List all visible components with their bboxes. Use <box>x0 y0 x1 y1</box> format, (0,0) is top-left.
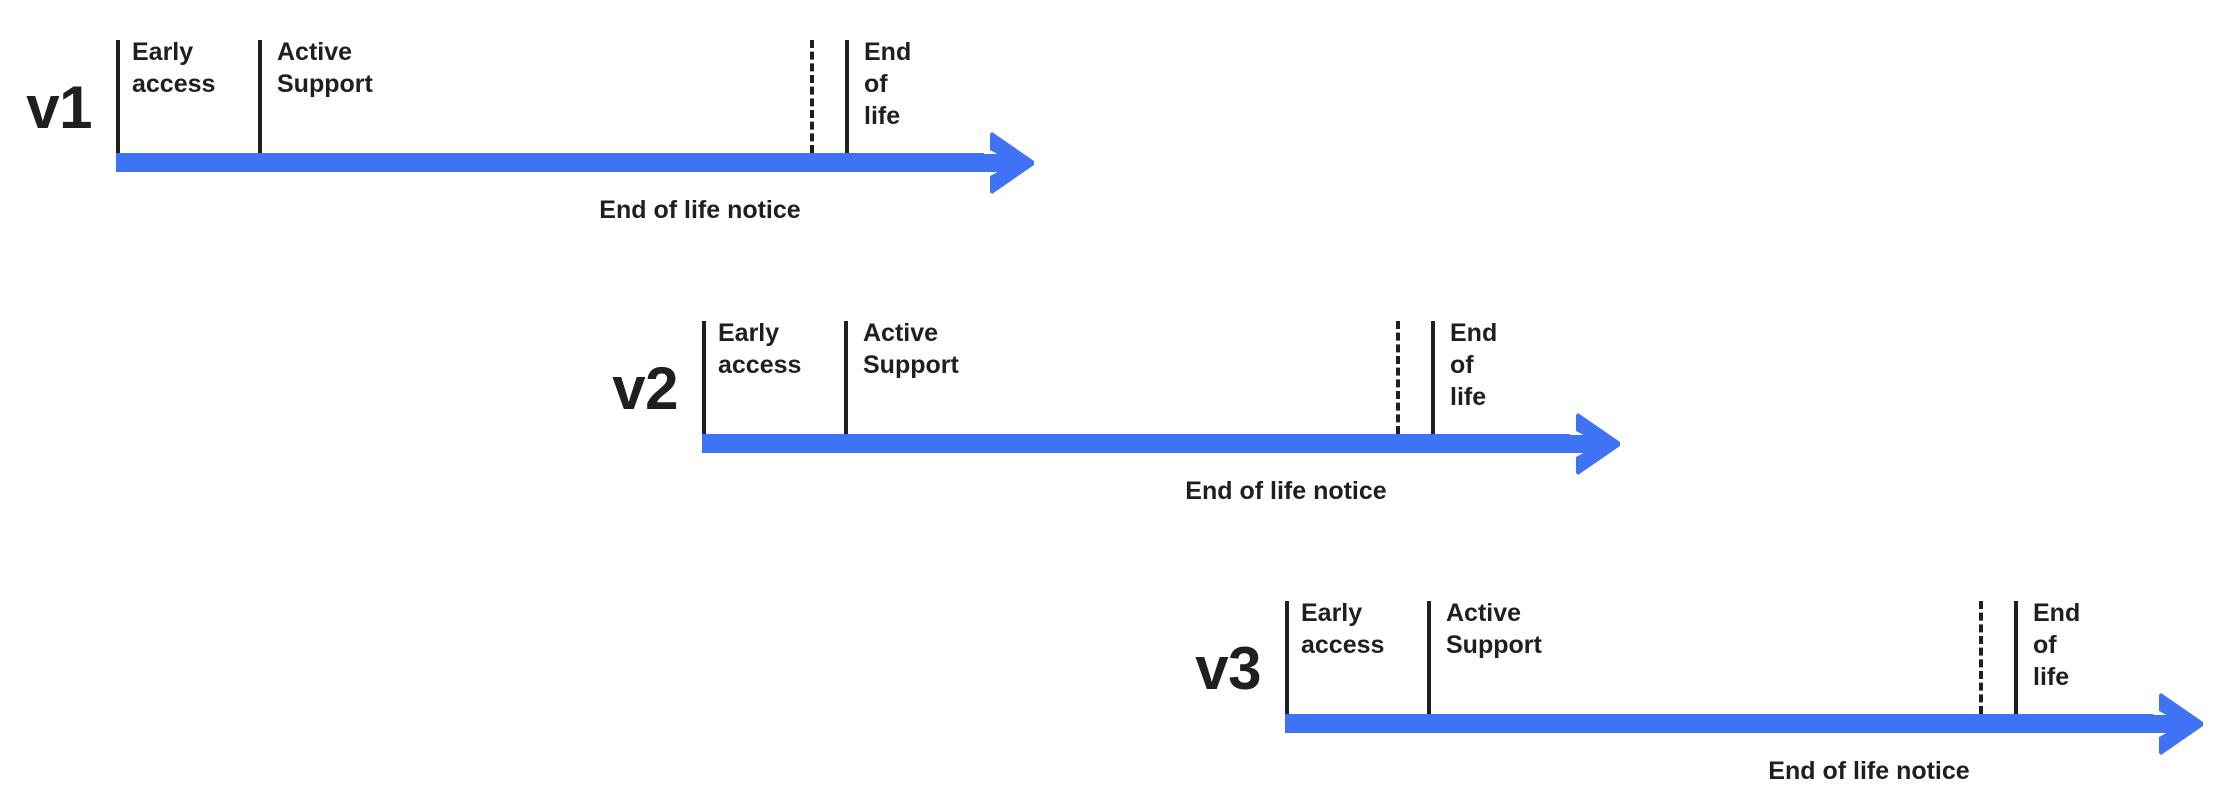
tick-v1-end-of-life-notice-start <box>810 40 814 153</box>
notice-label-v2: End of life notice <box>1185 477 1387 505</box>
phase-label-v2-end-of-life: End of life <box>1450 319 1498 411</box>
timeline-arrow-head-v1 <box>984 131 1036 194</box>
timeline-bar-v1 <box>116 153 984 172</box>
timeline-arrow-head-v3 <box>2153 692 2205 755</box>
version-label-v3: v3 <box>1195 635 1261 702</box>
timeline-bar-v2 <box>702 434 1570 453</box>
tick-v1-end-of-life-start <box>845 40 849 153</box>
timeline-arrow-head-v2 <box>1570 412 1622 475</box>
notice-label-v3: End of life notice <box>1768 757 1970 785</box>
tick-v3-active-support-start <box>1427 601 1431 714</box>
phase-label-v3-early-access: Early access <box>1301 599 1385 659</box>
version-label-v2: v2 <box>612 355 678 422</box>
timeline-bar-v3 <box>1285 714 2153 733</box>
notice-label-v1: End of life notice <box>599 196 801 224</box>
phase-label-v3-active-support: Active Support <box>1446 599 1542 659</box>
phase-label-v2-early-access: Early access <box>718 319 802 379</box>
phase-label-v3-end-of-life: End of life <box>2033 599 2081 691</box>
tick-v2-active-support-start <box>844 321 848 434</box>
tick-v1-active-support-start <box>258 40 262 153</box>
tick-v3-end-of-life-notice-start <box>1979 601 1983 714</box>
phase-label-v1-active-support: Active Support <box>277 38 373 98</box>
version-label-v1: v1 <box>26 74 92 141</box>
phase-label-v1-early-access: Early access <box>132 38 216 98</box>
tick-v3-end-of-life-start <box>2014 601 2018 714</box>
tick-v3-early-access-start <box>1285 601 1289 714</box>
phase-label-v2-active-support: Active Support <box>863 319 959 379</box>
phase-label-v1-end-of-life: End of life <box>864 38 912 130</box>
tick-v2-end-of-life-start <box>1431 321 1435 434</box>
tick-v2-early-access-start <box>702 321 706 434</box>
tick-v2-end-of-life-notice-start <box>1396 321 1400 434</box>
tick-v1-early-access-start <box>116 40 120 153</box>
